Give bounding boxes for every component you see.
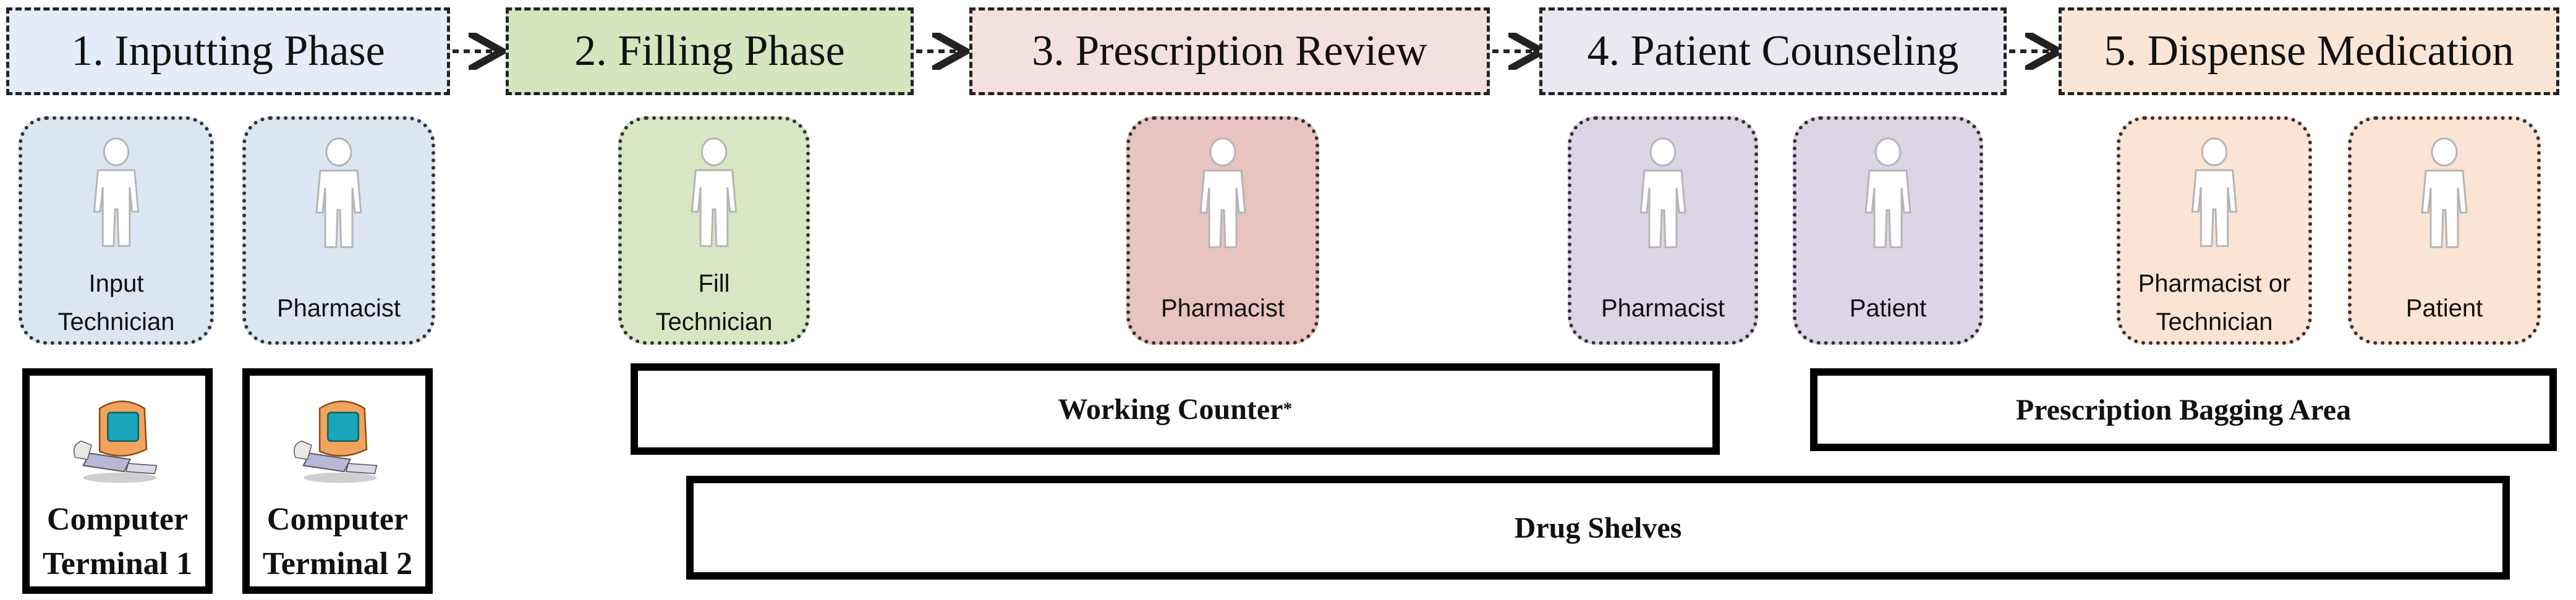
working-counter-label: Working Counter [1058, 392, 1283, 426]
prescription-bagging-area: Prescription Bagging Area [1810, 368, 2557, 451]
role-card-pharmacist-review: Pharmacist [1126, 116, 1319, 345]
phase-5-label: 5. Dispense Medication [2104, 27, 2514, 75]
person-icon [2191, 137, 2238, 247]
role-label: Pharmacist [1600, 295, 1725, 322]
arrow-right-icon [2009, 28, 2062, 75]
role-card-pharmacist: Pharmacist [242, 116, 435, 345]
drug-shelves-area: Drug Shelves [686, 476, 2510, 580]
role-card-pharmacist-counseling: Pharmacist [1568, 116, 1758, 345]
arrow-right-icon [1492, 28, 1545, 75]
working-counter-footnote-mark: * [1283, 399, 1293, 419]
role-label: Pharmacist [1160, 295, 1285, 322]
bagging-area-label: Prescription Bagging Area [2015, 393, 2352, 426]
phase-3-label: 3. Prescription Review [1032, 27, 1427, 75]
person-icon [2421, 137, 2468, 248]
person-icon [1199, 137, 1246, 248]
role-label: Pharmacist [276, 295, 401, 322]
role-card-patient-dispense: Patient [2348, 116, 2541, 345]
computer-icon [293, 400, 378, 483]
role-card-patient-counseling: Patient [1793, 116, 1983, 345]
person-icon [1639, 137, 1686, 248]
phase-1-label: 1. Inputting Phase [71, 27, 385, 75]
person-icon [93, 137, 140, 247]
phase-2-label: 2. Filling Phase [574, 27, 845, 75]
person-icon [1864, 137, 1911, 248]
role-label: Patient [2405, 295, 2483, 322]
role-label: Patient [1849, 295, 1927, 322]
drug-shelves-label: Drug Shelves [1514, 511, 1682, 544]
arrow-right-icon [916, 28, 969, 75]
phase-4-label: 4. Patient Counseling [1587, 27, 1959, 75]
working-counter-area: Working Counter* [631, 363, 1720, 455]
phase-2-header: 2. Filling Phase [506, 7, 914, 95]
phase-5-header: 5. Dispense Medication [2059, 7, 2559, 95]
phase-3-header: 3. Prescription Review [969, 7, 1490, 95]
person-icon [315, 137, 362, 248]
arrow-right-icon [453, 28, 506, 75]
person-icon [691, 137, 738, 247]
phase-1-header: 1. Inputting Phase [6, 7, 450, 95]
computer-icon [73, 400, 158, 483]
phase-4-header: 4. Patient Counseling [1539, 7, 2007, 95]
